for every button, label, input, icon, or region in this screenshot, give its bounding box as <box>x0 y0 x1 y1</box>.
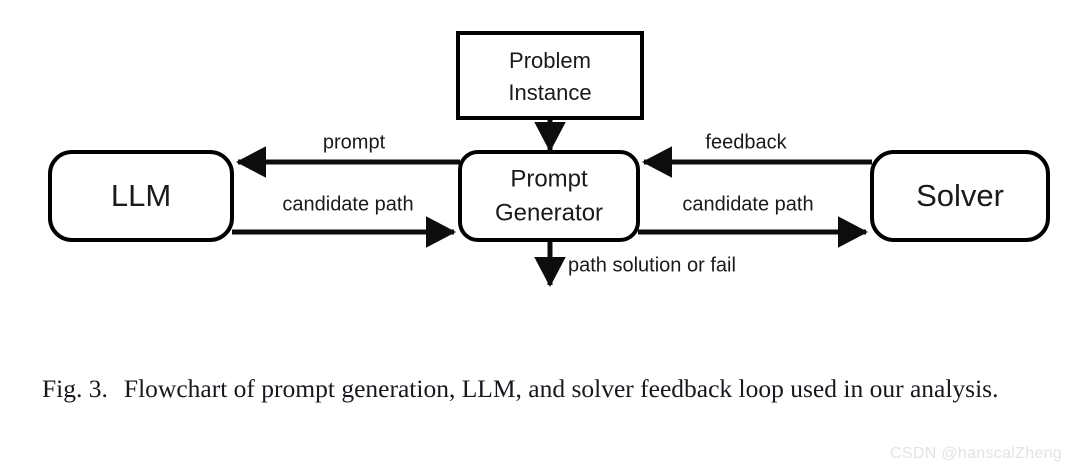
prompt-generator-label-line2: Generator <box>495 199 603 226</box>
flowchart-figure: Problem Instance LLM Prompt Generator So… <box>48 31 1050 288</box>
edge-label-candidate-path-left: candidate path <box>282 193 413 215</box>
edge-label-path-solution-or-fail: path solution or fail <box>568 254 736 276</box>
problem-instance-label-line1: Problem <box>509 48 591 73</box>
llm-label: LLM <box>111 178 171 213</box>
watermark: CSDN @hanscalZheng <box>890 445 1062 462</box>
edge-label-candidate-path-right: candidate path <box>682 193 813 215</box>
node-llm[interactable]: LLM <box>48 150 234 242</box>
problem-instance-label-line2: Instance <box>508 80 591 105</box>
prompt-generator-box <box>458 150 640 242</box>
node-solver[interactable]: Solver <box>870 150 1050 242</box>
figure-caption: Fig. 3. Flowchart of prompt generation, L… <box>42 372 1052 406</box>
caption-text: Flowchart of prompt generation, LLM, and… <box>123 374 999 403</box>
llm-box <box>48 150 234 242</box>
caption-figure-number: Fig. 3. <box>42 374 108 403</box>
solver-label: Solver <box>916 178 1004 213</box>
edge-label-prompt: prompt <box>323 131 386 153</box>
prompt-generator-label-line1: Prompt <box>510 165 588 192</box>
edge-label-feedback: feedback <box>705 131 787 153</box>
node-prompt-generator[interactable]: Prompt Generator <box>458 150 640 242</box>
solver-box <box>870 150 1050 242</box>
node-problem-instance[interactable]: Problem Instance <box>456 31 644 120</box>
problem-instance-box <box>456 31 644 120</box>
